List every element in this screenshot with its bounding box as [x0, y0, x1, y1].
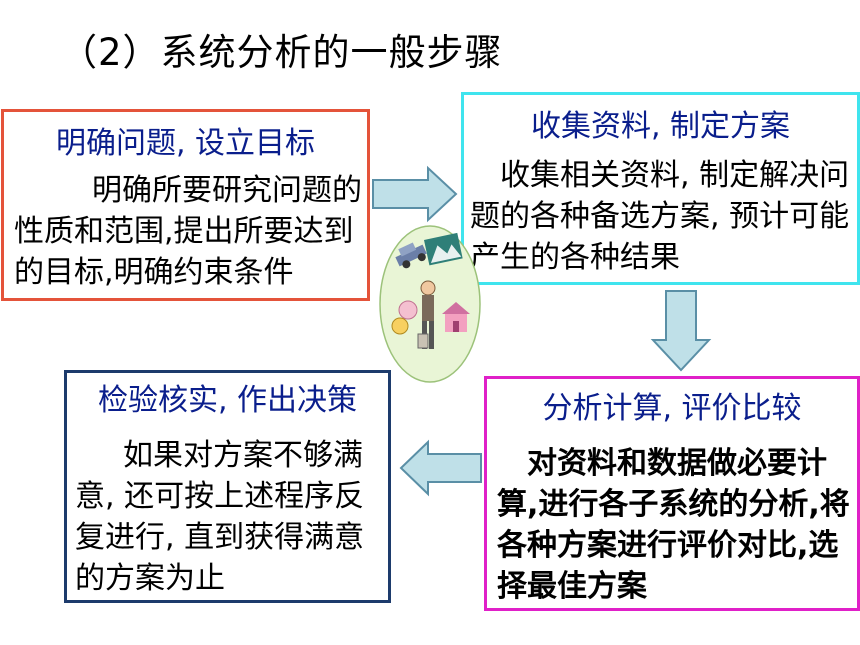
page-title: （2）系统分析的一般步骤	[60, 31, 503, 74]
step-text-content: 收集相关资料, 制定解决问题的各种备选方案, 预计可能产生的各种结果	[470, 158, 850, 275]
step-text: 对资料和数据做必要计算,进行各子系统的分析,将各种方案进行评价对比,选择最佳方案	[497, 443, 859, 607]
step-heading: 分析计算, 评价比较	[542, 391, 802, 426]
step-text: 如果对方案不够满意, 还可按上述程序反复进行, 直到获得满意的方案为止	[75, 435, 393, 599]
arrow-right-icon	[372, 165, 458, 223]
step-heading: 明确问题, 设立目标	[55, 126, 316, 161]
step-text: 明确所要研究问题的性质和范围,提出所要达到的目标,明确约束条件	[14, 170, 372, 293]
arrow-down-icon	[650, 290, 712, 372]
step-text: 收集相关资料, 制定解决问题的各种备选方案, 预计可能产生的各种结果	[470, 155, 860, 278]
step-text-content: 明确所要研究问题的性质和范围,提出所要达到的目标,明确约束条件	[14, 173, 362, 290]
step-box-define-problem: 明确问题, 设立目标 明确所要研究问题的性质和范围,提出所要达到的目标,明确约束…	[1, 109, 370, 301]
step-box-analyze-evaluate: 分析计算, 评价比较 对资料和数据做必要计算,进行各子系统的分析,将各种方案进行…	[484, 376, 860, 611]
step-heading: 收集资料, 制定方案	[530, 109, 791, 144]
step-box-collect-data: 收集资料, 制定方案 收集相关资料, 制定解决问题的各种备选方案, 预计可能产生…	[461, 92, 860, 285]
arrow-left-icon	[399, 439, 482, 497]
clipart-collage-icon	[379, 225, 481, 383]
step-box-verify-decide: 检验核实, 作出决策 如果对方案不够满意, 还可按上述程序反复进行, 直到获得满…	[64, 370, 391, 603]
step-heading: 检验核实, 作出决策	[97, 383, 358, 418]
step-text-content: 对资料和数据做必要计算,进行各子系统的分析,将各种方案进行评价对比,选择最佳方案	[497, 446, 850, 604]
step-text-content: 如果对方案不够满意, 还可按上述程序反复进行, 直到获得满意的方案为止	[75, 438, 365, 596]
